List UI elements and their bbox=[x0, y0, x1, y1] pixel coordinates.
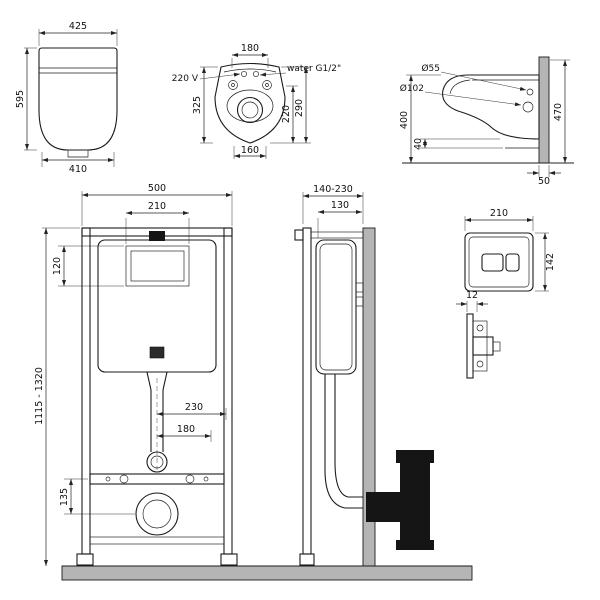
dim-frame-depth-range: 140-230 bbox=[313, 184, 353, 195]
flush-actuator bbox=[149, 231, 165, 241]
dim-cistern-depth: 130 bbox=[331, 200, 349, 211]
flush-plate-front-view: 210 142 bbox=[464, 208, 556, 292]
plate-profile bbox=[466, 313, 474, 379]
water-supply-label: water G1/2" bbox=[287, 64, 341, 74]
inlet-diameter-label: Ø55 bbox=[421, 63, 440, 74]
bowl-side-view: Ø55 Ø102 400 470 40 50 bbox=[399, 56, 574, 187]
dim-offset-135: 135 bbox=[59, 488, 70, 506]
waste-pipe-vertical bbox=[400, 450, 430, 548]
dim-seat-depth: 595 bbox=[15, 90, 26, 108]
dim-bowl-220: 220 bbox=[281, 105, 292, 123]
flush-plate-side-view: 12 bbox=[456, 290, 501, 379]
waste-outlet bbox=[135, 492, 179, 536]
floor-section bbox=[61, 565, 473, 581]
flush-plate bbox=[464, 232, 534, 292]
dim-bowl-gap: 40 bbox=[413, 138, 424, 150]
dim-offset-230: 230 bbox=[185, 402, 203, 413]
power-supply-label: 220 V bbox=[172, 74, 199, 84]
flush-pipe-outlet bbox=[146, 451, 168, 473]
mounting-bracket-bar bbox=[89, 473, 225, 485]
dim-bolt-spacing: 180 bbox=[241, 43, 259, 54]
frame-front-view: 500 210 120 1115 - 1320 230 180 135 bbox=[34, 183, 238, 566]
dim-window-height: 120 bbox=[52, 257, 63, 275]
outlet-diameter-label: Ø102 bbox=[400, 83, 424, 94]
toilet-top-view: 425 595 410 bbox=[15, 21, 118, 175]
dim-frame-210: 210 bbox=[148, 201, 166, 212]
dim-seat-bottom-width: 410 bbox=[69, 164, 87, 175]
dim-plate-thickness: 12 bbox=[466, 290, 478, 301]
dim-overall-height: 470 bbox=[553, 103, 564, 121]
dim-bowl-front-height: 325 bbox=[192, 96, 203, 114]
dim-seat-width: 425 bbox=[69, 21, 87, 32]
waste-pipe-horizontal bbox=[366, 492, 406, 522]
wall-section bbox=[538, 56, 550, 164]
flush-valve bbox=[149, 346, 165, 359]
dim-wall-thickness: 50 bbox=[538, 176, 550, 187]
flush-button-large bbox=[481, 253, 504, 272]
dim-plate-height: 142 bbox=[545, 253, 556, 271]
dim-offset-180: 180 bbox=[177, 424, 195, 435]
wall-anchor-rod bbox=[310, 231, 364, 239]
flush-button-small bbox=[505, 253, 520, 272]
dim-rim-height: 400 bbox=[399, 111, 410, 129]
dim-bowl-290: 290 bbox=[294, 99, 305, 117]
dim-bowl-bottom-width: 160 bbox=[241, 145, 259, 156]
frame-side-view: 140-230 130 bbox=[294, 184, 434, 567]
dim-frame-height-range: 1115 - 1320 bbox=[34, 367, 45, 425]
dim-frame-width: 500 bbox=[148, 183, 166, 194]
cistern-side bbox=[315, 239, 357, 375]
bowl-front-view: 220 V water G1/2" 180 325 160 220 290 bbox=[172, 43, 341, 159]
dim-plate-width: 210 bbox=[490, 208, 508, 219]
